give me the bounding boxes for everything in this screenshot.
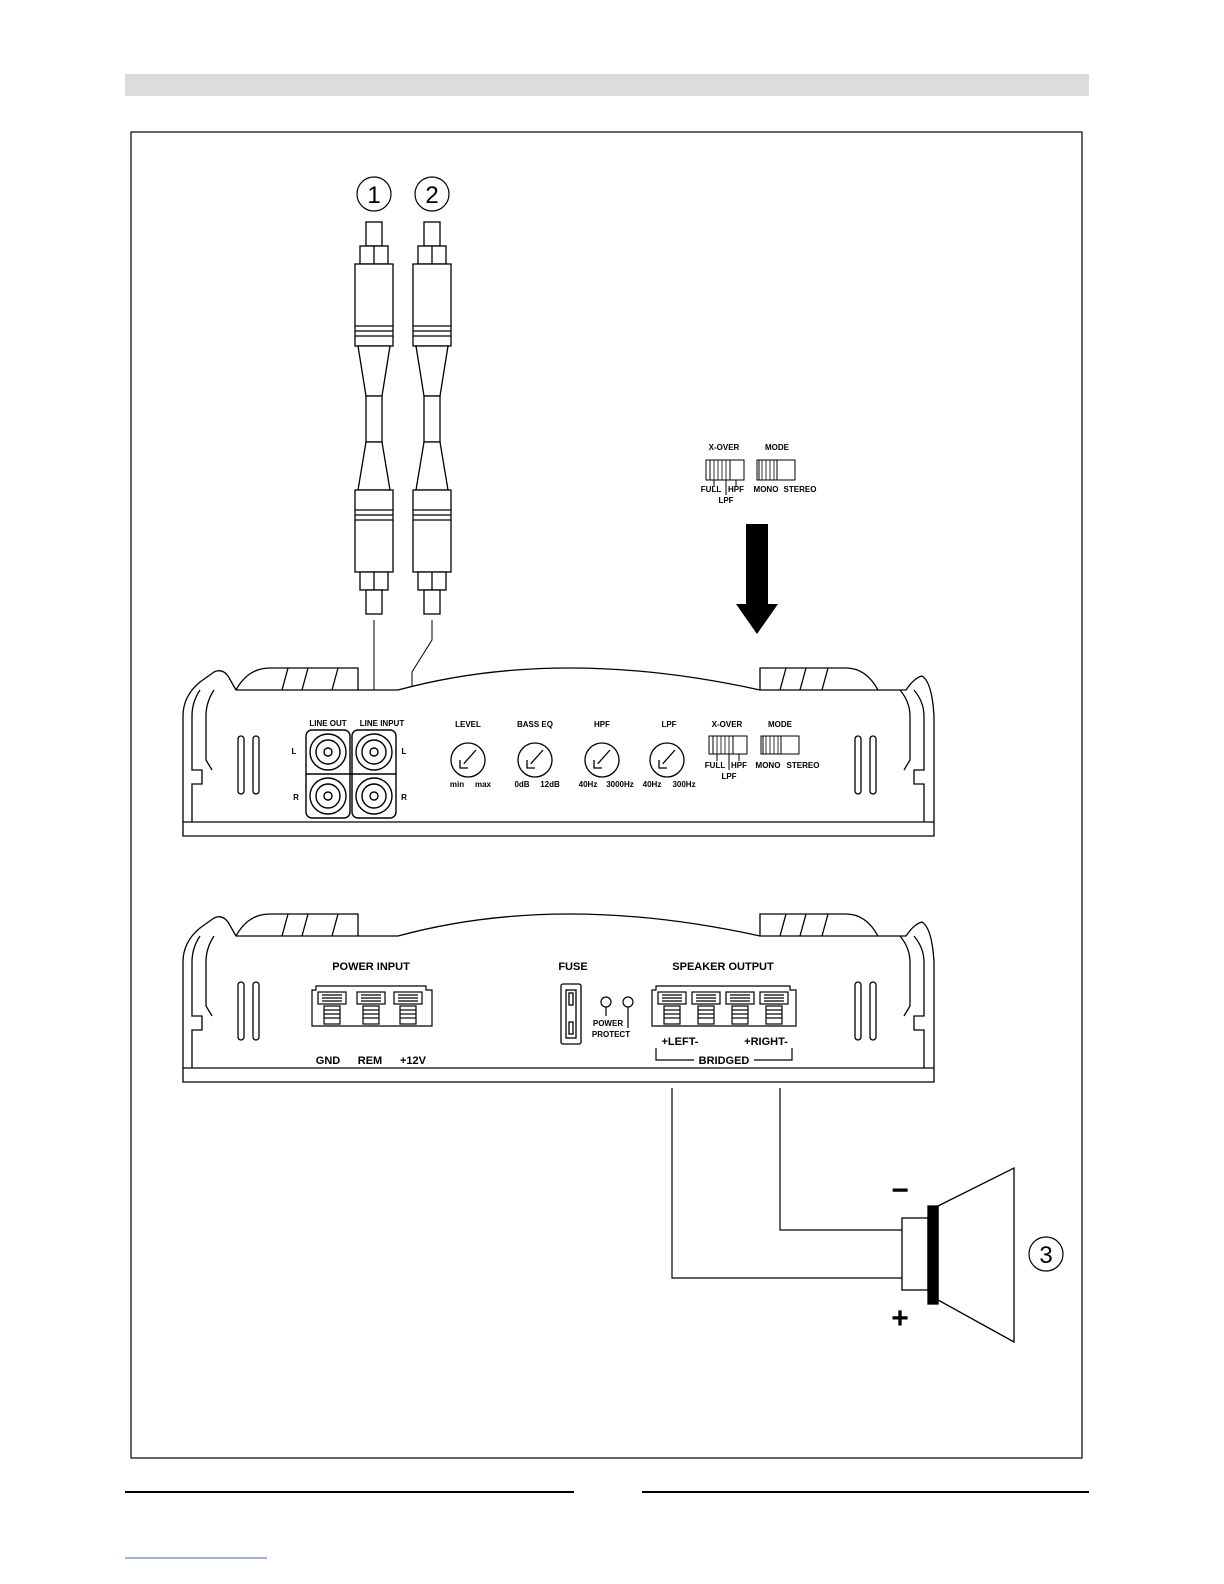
svg-text:BRIDGED: BRIDGED xyxy=(699,1055,750,1067)
level-knob xyxy=(451,743,485,777)
hpf-knob xyxy=(585,743,619,777)
amplifier-bottom-panel xyxy=(183,914,934,1082)
svg-text:MONO: MONO xyxy=(756,761,781,770)
power-led xyxy=(601,997,611,1007)
speaker-wire-positive xyxy=(672,1088,902,1278)
svg-text:LPF: LPF xyxy=(721,772,736,781)
svg-text:PROTECT: PROTECT xyxy=(592,1030,630,1039)
rca-cable-1 xyxy=(355,222,393,614)
svg-text:0dB: 0dB xyxy=(514,780,529,789)
svg-text:X-OVER: X-OVER xyxy=(709,443,740,452)
svg-text:HPF: HPF xyxy=(728,485,744,494)
power-terminal-block xyxy=(312,986,432,1026)
lpf-knob xyxy=(650,743,684,777)
fuse xyxy=(561,984,581,1044)
rca-cable-2 xyxy=(413,222,451,614)
speaker-wire-negative xyxy=(780,1088,902,1230)
svg-text:POWER: POWER xyxy=(593,1019,623,1028)
svg-text:300Hz: 300Hz xyxy=(672,780,695,789)
speaker-minus: − xyxy=(891,1174,909,1207)
svg-text:LPF: LPF xyxy=(661,720,676,729)
speaker-plus: + xyxy=(891,1302,909,1335)
svg-text:+RIGHT-: +RIGHT- xyxy=(744,1036,788,1048)
bass-eq-knob xyxy=(518,743,552,777)
svg-text:REM: REM xyxy=(358,1055,382,1067)
down-arrow-icon xyxy=(736,524,778,634)
svg-text:R: R xyxy=(293,793,299,802)
line-out-label: LINE OUT xyxy=(309,719,346,728)
speaker-icon xyxy=(902,1168,1014,1342)
svg-text:STEREO: STEREO xyxy=(784,485,817,494)
fuse-label: FUSE xyxy=(558,961,587,973)
zoom-switch-group: X-OVER MODE FULL HPF LPF MONO STEREO xyxy=(701,443,817,505)
svg-text:MODE: MODE xyxy=(768,720,793,729)
svg-text:+12V: +12V xyxy=(400,1055,427,1067)
speaker-output-label: SPEAKER OUTPUT xyxy=(672,961,774,973)
svg-text:LEVEL: LEVEL xyxy=(455,720,481,729)
svg-text:HPF: HPF xyxy=(594,720,610,729)
callout-3: 3 xyxy=(1029,1237,1063,1271)
svg-text:3000Hz: 3000Hz xyxy=(606,780,634,789)
power-input-label: POWER INPUT xyxy=(332,961,410,973)
svg-text:BASS EQ: BASS EQ xyxy=(517,720,553,729)
protect-led xyxy=(623,997,633,1007)
svg-text:min: min xyxy=(450,780,464,789)
svg-text:FULL: FULL xyxy=(705,761,726,770)
speaker-terminal-block xyxy=(652,986,796,1026)
svg-text:2: 2 xyxy=(425,182,438,209)
svg-text:12dB: 12dB xyxy=(540,780,560,789)
svg-text:+LEFT-: +LEFT- xyxy=(662,1036,699,1048)
header-bar xyxy=(125,74,1089,96)
svg-text:X-OVER: X-OVER xyxy=(712,720,743,729)
svg-text:HPF: HPF xyxy=(731,761,747,770)
callout-2: 2 xyxy=(415,177,449,211)
svg-text:R: R xyxy=(401,793,407,802)
svg-text:40Hz: 40Hz xyxy=(579,780,598,789)
svg-text:40Hz: 40Hz xyxy=(643,780,662,789)
svg-text:max: max xyxy=(475,780,492,789)
svg-text:GND: GND xyxy=(316,1055,341,1067)
svg-text:L: L xyxy=(402,747,407,756)
line-input-label: LINE INPUT xyxy=(360,719,405,728)
svg-text:MONO: MONO xyxy=(754,485,779,494)
svg-text:1: 1 xyxy=(367,182,380,209)
svg-text:FULL: FULL xyxy=(701,485,722,494)
svg-text:LPF: LPF xyxy=(718,496,733,505)
svg-text:STEREO: STEREO xyxy=(787,761,820,770)
svg-text:MODE: MODE xyxy=(765,443,790,452)
svg-text:3: 3 xyxy=(1039,1242,1052,1269)
callout-1: 1 xyxy=(357,177,391,211)
svg-text:L: L xyxy=(292,747,297,756)
